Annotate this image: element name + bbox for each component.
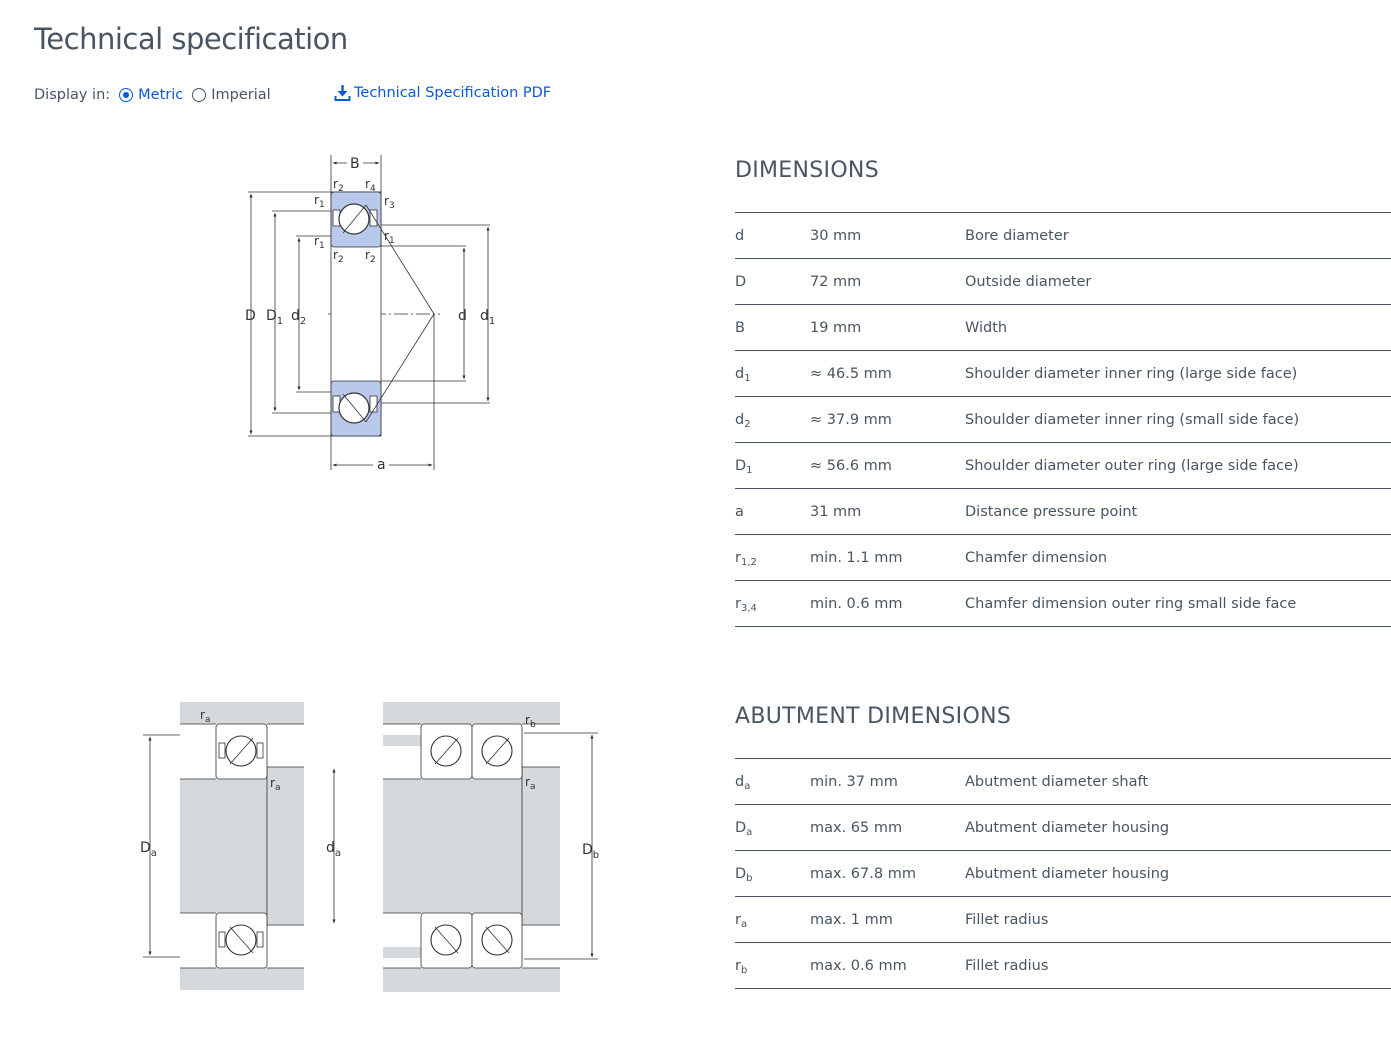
table-row: d 30 mm Bore diameter: [735, 213, 1391, 259]
label-D1: D1: [266, 308, 283, 327]
bearing-dimension-drawing: B a D D1 d2 d d1 r2 r4 r1 r3 r1 r1 r2 r2: [245, 155, 495, 473]
radio-unchecked-icon: [192, 88, 207, 102]
imperial-radio[interactable]: Imperial: [192, 87, 271, 103]
svg-text:ra: ra: [270, 776, 280, 793]
metric-radio[interactable]: Metric: [119, 87, 183, 103]
dimension-symbol: r3,4: [735, 596, 757, 614]
imperial-label: Imperial: [211, 87, 271, 103]
dimension-symbol: Da: [735, 820, 753, 838]
dimension-symbol: da: [735, 774, 751, 792]
abutment-dimensions-title: ABUTMENT DIMENSIONS: [735, 704, 1012, 729]
dimension-description: Abutment diameter housing: [965, 866, 1170, 882]
table-row: B 19 mm Width: [735, 305, 1391, 351]
dimension-value: min. 1.1 mm: [810, 550, 903, 566]
table-row: rb max. 0.6 mm Fillet radius: [735, 943, 1391, 989]
dimension-description: Chamfer dimension: [965, 550, 1108, 566]
table-row: Db max. 67.8 mm Abutment diameter housing: [735, 851, 1391, 897]
label-B: B: [350, 156, 360, 172]
table-row: Da max. 65 mm Abutment diameter housing: [735, 805, 1391, 851]
svg-text:r2: r2: [333, 177, 344, 194]
svg-text:Da: Da: [140, 840, 157, 859]
dimension-symbol: ra: [735, 912, 748, 930]
dimension-symbol: d2: [735, 412, 751, 430]
table-row: D 72 mm Outside diameter: [735, 259, 1391, 305]
dimension-value: max. 0.6 mm: [810, 958, 907, 974]
dimension-description: Fillet radius: [965, 958, 1049, 974]
table-row: da min. 37 mm Abutment diameter shaft: [735, 759, 1391, 805]
label-d1: d1: [480, 308, 495, 327]
svg-text:r1: r1: [314, 234, 325, 251]
dimension-value: 30 mm: [810, 228, 862, 244]
dimension-value: ≈ 37.9 mm: [810, 412, 892, 428]
dimension-description: Fillet radius: [965, 912, 1049, 928]
pdf-link-label: Technical Specification PDF: [354, 85, 552, 101]
dimension-value: max. 65 mm: [810, 820, 903, 836]
dimension-description: Distance pressure point: [965, 504, 1138, 520]
label-d: d: [458, 308, 467, 324]
dimension-symbol: r1,2: [735, 550, 757, 568]
dimension-description: Shoulder diameter inner ring (small side…: [965, 412, 1300, 428]
display-label: Display in:: [34, 87, 111, 103]
dimension-description: Shoulder diameter outer ring (large side…: [965, 458, 1299, 474]
label-d2: d2: [291, 308, 306, 327]
dimension-symbol: D: [735, 274, 747, 290]
svg-text:Db: Db: [582, 842, 599, 861]
dimension-value: min. 0.6 mm: [810, 596, 903, 612]
dimension-symbol: Db: [735, 866, 753, 884]
table-row: d2 ≈ 37.9 mm Shoulder diameter inner ring …: [735, 397, 1391, 443]
table-row: r1,2 min. 1.1 mm Chamfer dimension: [735, 535, 1391, 581]
radio-checked-icon: [119, 88, 134, 102]
main-drawing-labels: B a D D1 d2 d d1: [245, 155, 495, 473]
table-row: D1 ≈ 56.6 mm Shoulder diameter outer ring …: [735, 443, 1391, 489]
dimension-value: 72 mm: [810, 274, 862, 290]
technical-specification-pdf-link[interactable]: Technical Specification PDF: [334, 84, 551, 102]
dimension-symbol: d: [735, 228, 745, 244]
abutment-drawing-paired: Db rb ra: [383, 702, 599, 992]
chamfer-labels: r2 r4 r1 r3 r1 r1 r2 r2: [314, 177, 395, 265]
unit-selector: Display in: Metric Imperial: [34, 85, 271, 105]
dimension-value: min. 37 mm: [810, 774, 898, 790]
table-row: ra max. 1 mm Fillet radius: [735, 897, 1391, 943]
svg-text:r1: r1: [314, 193, 325, 210]
dimensions-title: DIMENSIONS: [735, 158, 879, 183]
dimension-description: Abutment diameter shaft: [965, 774, 1149, 790]
svg-text:r2: r2: [333, 248, 344, 265]
svg-text:ra: ra: [200, 708, 210, 725]
svg-text:ra: ra: [525, 775, 535, 792]
table-row: r3,4 min. 0.6 mm Chamfer dimension outer r…: [735, 581, 1391, 627]
abutment-drawing-single: Da da ra ra: [140, 702, 341, 990]
dimension-value: 19 mm: [810, 320, 862, 336]
dimension-description: Bore diameter: [965, 228, 1069, 244]
table-row: a 31 mm Distance pressure point: [735, 489, 1391, 535]
label-a: a: [377, 457, 386, 473]
svg-text:r1: r1: [384, 229, 395, 246]
dimension-value: max. 67.8 mm: [810, 866, 916, 882]
dimension-description: Outside diameter: [965, 274, 1092, 290]
svg-text:rb: rb: [525, 713, 536, 730]
svg-text:r3: r3: [384, 194, 395, 211]
dimension-value: 31 mm: [810, 504, 862, 520]
dimension-description: Chamfer dimension outer ring small side …: [965, 596, 1297, 612]
dimension-value: max. 1 mm: [810, 912, 893, 928]
svg-text:da: da: [326, 840, 341, 859]
svg-text:r4: r4: [365, 177, 376, 194]
metric-label: Metric: [138, 87, 184, 103]
dimension-symbol: B: [735, 320, 745, 336]
label-D: D: [245, 308, 256, 324]
dimension-description: Abutment diameter housing: [965, 820, 1170, 836]
dimension-symbol: D1: [735, 458, 753, 476]
svg-text:r2: r2: [365, 248, 376, 265]
dimension-symbol: rb: [735, 958, 748, 976]
dimension-value: ≈ 56.6 mm: [810, 458, 892, 474]
dimension-symbol: d1: [735, 366, 751, 384]
dimension-description: Width: [965, 320, 1008, 336]
table-row: d1 ≈ 46.5 mm Shoulder diameter inner ring …: [735, 351, 1391, 397]
dimension-value: ≈ 46.5 mm: [810, 366, 892, 382]
dimension-symbol: a: [735, 504, 744, 520]
download-icon: [334, 85, 351, 101]
page-title: Technical specification: [34, 22, 348, 56]
dimension-description: Shoulder diameter inner ring (large side…: [965, 366, 1298, 382]
